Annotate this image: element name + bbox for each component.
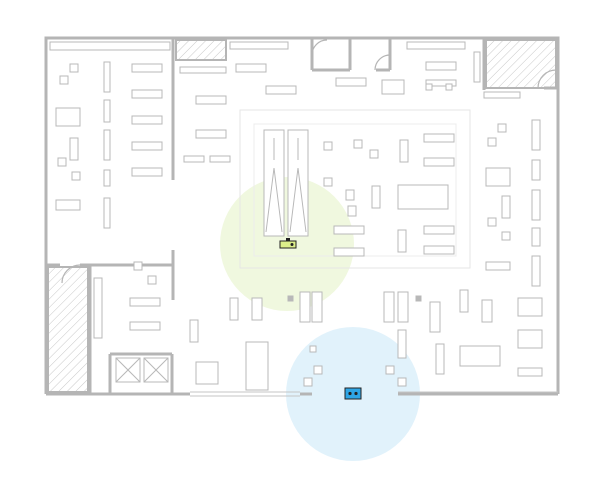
device-blue-lens-left [348,391,352,396]
device-green-lens [290,243,294,246]
storage-area-left [47,266,89,393]
device-green[interactable] [279,238,297,249]
device-blue-lens-right [354,391,358,396]
storage-area-top-right [485,39,557,89]
device-green-mount [286,238,290,241]
walls [44,36,560,396]
central-display-area [239,109,471,269]
fixtures [49,41,543,391]
storage-area-top-left [175,39,227,61]
door-swings [61,39,557,284]
device-blue[interactable] [344,387,362,400]
camera-sensor-icon[interactable] [344,387,362,400]
entrance-lines [190,391,558,397]
escalators [263,129,309,237]
table-clusters [57,63,511,387]
camera-sensor-icon[interactable] [279,240,297,249]
